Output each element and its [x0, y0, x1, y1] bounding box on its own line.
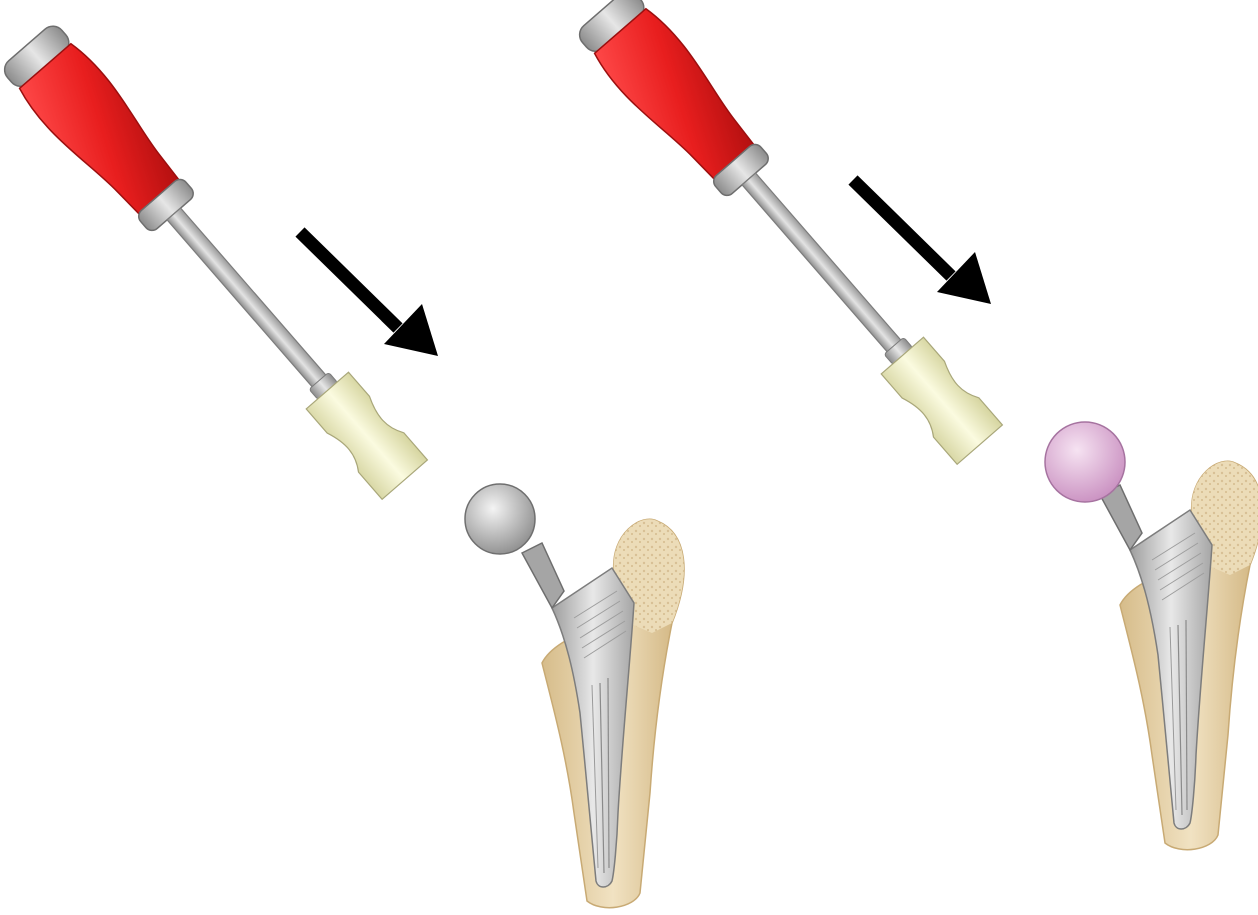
impaction-arrow-icon [300, 232, 438, 356]
panel-final-head-impaction [573, 0, 1258, 850]
femur-with-stem-right [1100, 461, 1258, 849]
femur-with-stem-left [522, 519, 684, 907]
impaction-arrow-icon [853, 180, 991, 304]
ceramic-head [1045, 422, 1125, 502]
head-impactor-right[interactable] [573, 0, 1009, 470]
metal-trial-head [465, 484, 535, 554]
head-impactor-left[interactable] [0, 20, 434, 505]
panel-trial-head-impaction [0, 20, 684, 908]
